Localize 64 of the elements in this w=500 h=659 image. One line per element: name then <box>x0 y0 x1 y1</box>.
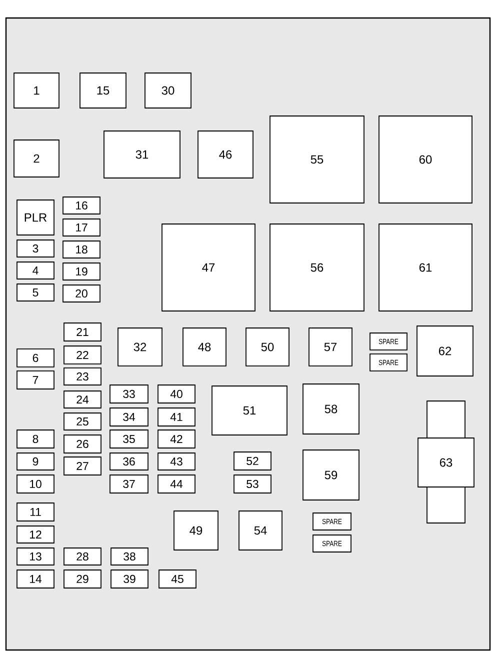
fuse-box: 46 <box>198 130 254 178</box>
fuse-box: 32 <box>118 328 162 366</box>
fuse-box: 29 <box>64 570 102 588</box>
relay-box: 55 <box>270 116 364 204</box>
fuse-box: 20 <box>62 284 100 302</box>
fuse-box: 35 <box>110 430 148 448</box>
fuse-box: 36 <box>110 452 148 470</box>
fuse-box: 57 <box>308 328 352 366</box>
fuse-box: 12 <box>16 526 54 544</box>
fuse-box: 2 <box>14 140 60 178</box>
fuse-box: 9 <box>16 452 54 470</box>
fuse-box: 13 <box>16 548 54 566</box>
fuse-box: 38 <box>110 548 148 566</box>
fuse-box: 19 <box>62 262 100 280</box>
fuse-box: 16 <box>62 196 100 214</box>
fuse-box: 21 <box>64 322 102 342</box>
fuse-box: 6 <box>16 348 54 368</box>
fuse-box: 50 <box>246 328 290 366</box>
fuse-box: PLR <box>16 200 54 236</box>
fuse-box: 37 <box>110 474 148 494</box>
fuse-box: 18 <box>62 240 100 258</box>
fuse-box: 52 <box>234 452 272 470</box>
fuse-box: 3 <box>16 240 54 258</box>
fuse-box: 34 <box>110 408 148 426</box>
fuse-box: 30 <box>144 72 192 108</box>
fuse-box: 39 <box>110 570 148 588</box>
fuse-box: 42 <box>158 430 196 448</box>
fuse-box: 28 <box>64 548 102 566</box>
relay-box: 51 <box>212 386 288 436</box>
fuse-box: 22 <box>64 346 102 364</box>
fuse-box: 53 <box>234 474 272 494</box>
fuse-box: 23 <box>64 368 102 386</box>
fuse-box: 43 <box>158 452 196 470</box>
fuse-box: 7 <box>16 370 54 390</box>
fuse-box: 8 <box>16 430 54 448</box>
fuse-box: 40 <box>158 384 196 404</box>
relay-box: 63 <box>418 400 474 524</box>
fuse-box: 48 <box>182 328 226 366</box>
relay-box: 60 <box>378 116 472 204</box>
fuse-box: 49 <box>174 510 218 550</box>
fuse-box: 10 <box>16 474 54 494</box>
fuse-box: 1 <box>14 72 60 108</box>
fuse-box: 17 <box>62 218 100 236</box>
fuse-box: 33 <box>110 384 148 404</box>
fuse-box: 4 <box>16 262 54 280</box>
fuse-box: 5 <box>16 284 54 302</box>
fuse-box: 15 <box>80 72 126 108</box>
fuse-box: 14 <box>16 570 54 588</box>
fuse-box: 62 <box>416 326 474 376</box>
relay-box: 47 <box>162 224 256 312</box>
fuse-box: 26 <box>64 434 102 454</box>
fuse-box: 59 <box>302 450 360 500</box>
fuse-box: 27 <box>64 456 102 476</box>
relay-box: 61 <box>378 224 472 312</box>
fuse-box: 58 <box>302 384 360 434</box>
relay-box: 31 <box>104 130 180 178</box>
fuse-box: 44 <box>158 474 196 494</box>
fuse-box: 45 <box>158 570 196 588</box>
fuse-box: 41 <box>158 408 196 426</box>
fuse-box: 24 <box>64 390 102 408</box>
fuse-box: 54 <box>238 510 282 550</box>
relay-box: 56 <box>270 224 364 312</box>
fuse-box: 11 <box>16 502 54 522</box>
fuse-box: 25 <box>64 412 102 430</box>
